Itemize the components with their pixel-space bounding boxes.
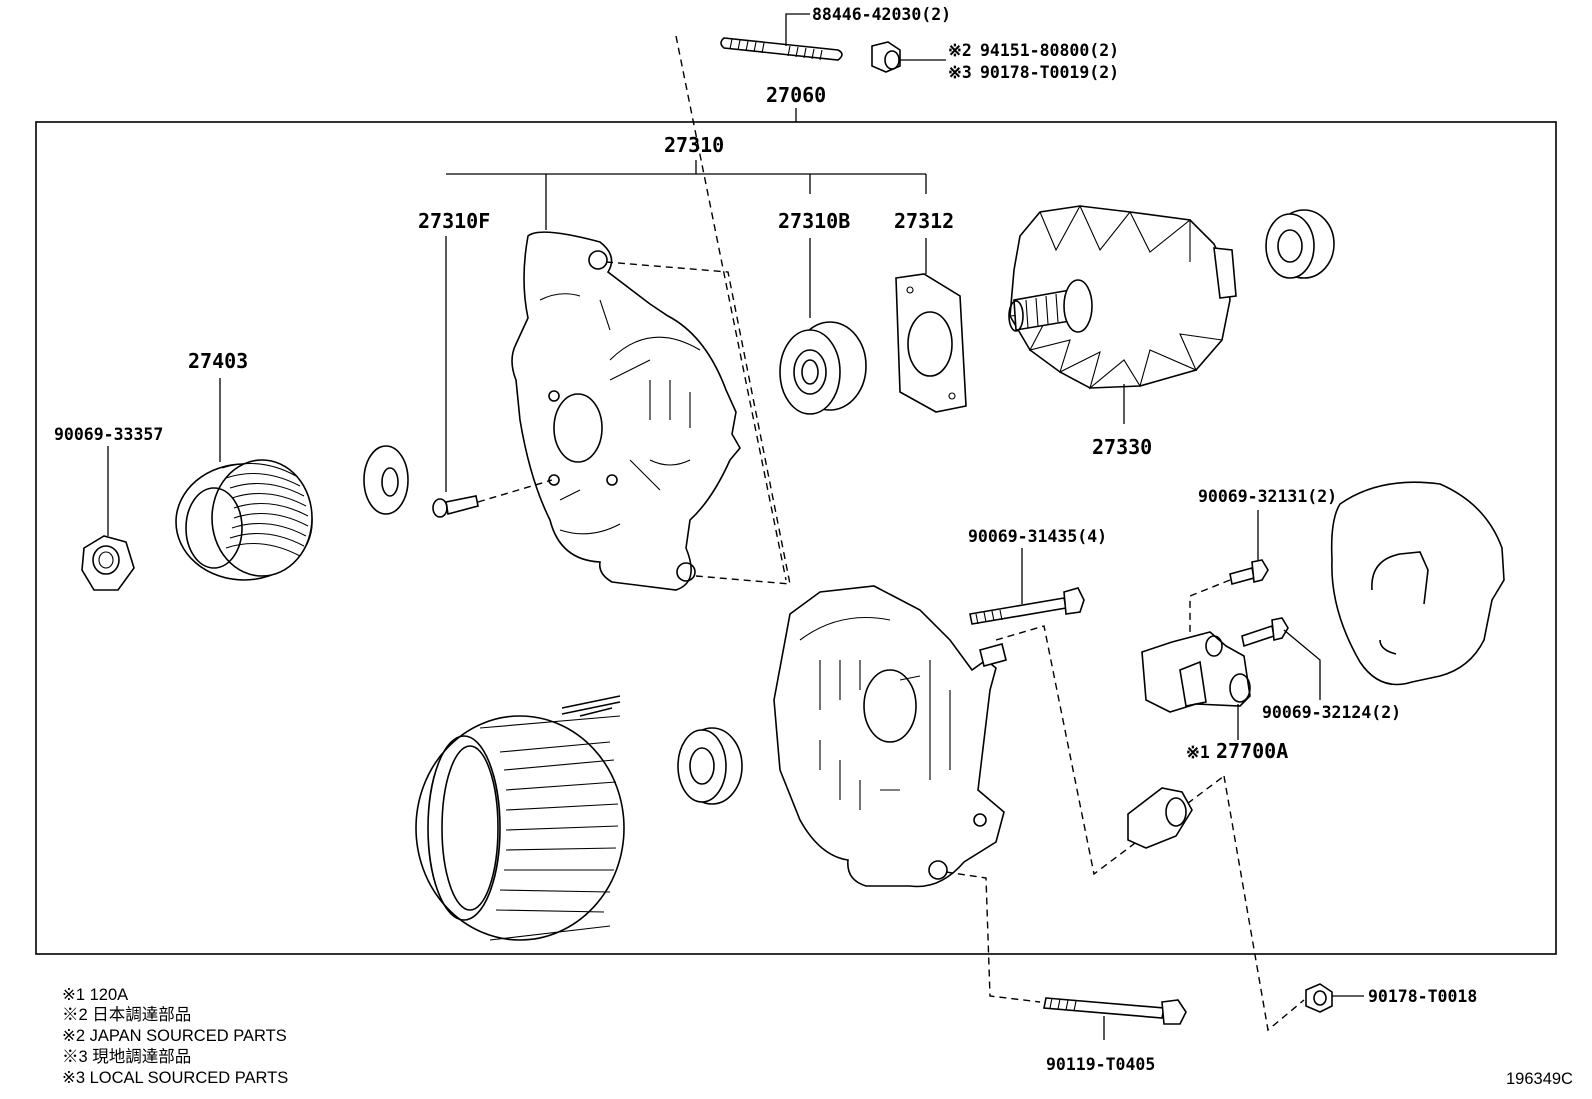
bottom-nut[interactable]: [1305, 983, 1333, 1013]
top-nut[interactable]: [871, 41, 901, 73]
regulator-screw-lower[interactable]: [1241, 617, 1289, 648]
bearing-retainer-ring[interactable]: [677, 727, 743, 805]
label-bolt-top: 88446-42030(2): [812, 5, 951, 24]
label-regulator: 27700A: [1216, 739, 1288, 763]
footnote-1: ※1 120A: [62, 986, 128, 1004]
footnote-3-jp: ※3 現地調達部品: [62, 1047, 191, 1066]
through-bolt[interactable]: [969, 587, 1085, 625]
label-rotor: 27330: [1092, 435, 1152, 459]
pulley-nut[interactable]: [81, 535, 135, 591]
label-mark-3: ※3: [948, 63, 972, 82]
retainer-plate[interactable]: [895, 273, 967, 413]
regulator-screw-upper[interactable]: [1229, 559, 1269, 585]
label-through-bolt: 90069-31435(4): [968, 527, 1107, 546]
rotor[interactable]: [1008, 204, 1237, 390]
label-pulley-nut: 90069-33357: [54, 425, 163, 444]
voltage-regulator[interactable]: [1141, 631, 1251, 713]
bottom-bolt[interactable]: [1043, 997, 1187, 1025]
label-pulley: 27403: [188, 349, 248, 373]
label-nut-bottom: 90178-T0018: [1368, 987, 1477, 1006]
label-plate: 27312: [894, 209, 954, 233]
rear-bearing[interactable]: [1265, 209, 1335, 279]
label-screw-a: 90069-32131(2): [1198, 487, 1337, 506]
seal-washer[interactable]: [363, 445, 409, 515]
label-mark-2: ※2: [948, 41, 972, 60]
rear-end-cover[interactable]: [1330, 481, 1505, 686]
front-bearing[interactable]: [779, 321, 867, 415]
label-bolt-bottom: 90119-T0405: [1046, 1055, 1155, 1074]
label-screw-b: 90069-32124(2): [1262, 703, 1401, 722]
frame-screw[interactable]: [432, 495, 479, 518]
footnote-2-en: ※2 JAPAN SOURCED PARTS: [62, 1027, 287, 1045]
stator[interactable]: [415, 695, 625, 941]
terminal-insulator[interactable]: [1127, 787, 1193, 849]
pulley[interactable]: [175, 459, 313, 581]
label-frame-group: 27310: [664, 133, 724, 157]
figure-code: 196349C: [1506, 1070, 1573, 1088]
label-nut-top-2: 94151-80800(2): [980, 41, 1119, 60]
guide-dash-top: [675, 35, 787, 581]
rear-end-frame[interactable]: [773, 585, 1007, 888]
drive-end-frame[interactable]: [511, 231, 741, 591]
label-bearing-b: 27310B: [778, 209, 850, 233]
top-stud-bolt[interactable]: [720, 37, 843, 61]
label-mark-1: ※1: [1186, 743, 1210, 762]
label-assembly: 27060: [766, 83, 826, 107]
footnote-2-jp: ※2 日本調達部品: [62, 1005, 191, 1024]
footnote-3-en: ※3 LOCAL SOURCED PARTS: [62, 1069, 288, 1087]
label-frame-f: 27310F: [418, 209, 490, 233]
label-nut-top-3: 90178-T0019(2): [980, 63, 1119, 82]
